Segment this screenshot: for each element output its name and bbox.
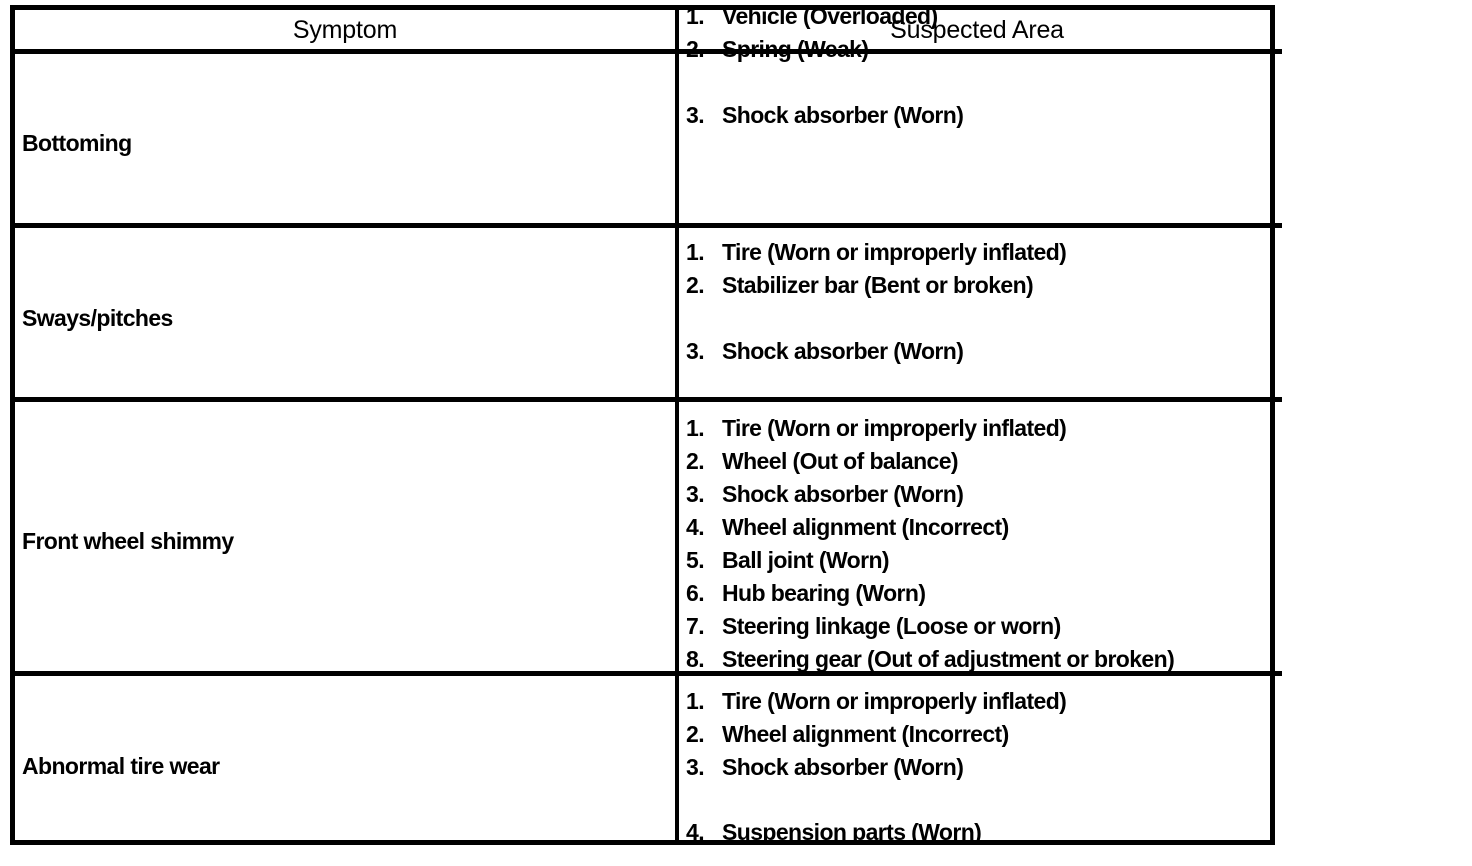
list-item: 7. Steering linkage (Loose or worn) [686, 610, 1061, 643]
list-item-text: Shock absorber (Worn) [722, 102, 964, 128]
column-header-suspected-area: Suspected Area [890, 16, 1064, 44]
list-item: 2. Wheel (Out of balance) [686, 445, 959, 478]
list-item-number: 3. [686, 754, 705, 780]
row-separator-rule-2 [10, 397, 1282, 402]
list-item-number: 2. [686, 721, 705, 747]
list-item: 5. Ball joint (Worn) [686, 544, 890, 577]
list-item: 1. Tire (Worn or improperly inflated) [686, 685, 1067, 718]
list-item: 3. Shock absorber (Worn) [686, 751, 964, 784]
list-item: 1. Tire (Worn or improperly inflated) [686, 412, 1067, 445]
row-separator-rule-1 [10, 223, 1282, 228]
list-item: 2. Spring (Weak) [686, 33, 869, 66]
list-item-number: 2. [686, 36, 705, 62]
list-item-number: 3. [686, 102, 705, 128]
list-item-text: Wheel alignment (Incorrect) [722, 514, 1009, 540]
list-item-number: 2. [686, 272, 705, 298]
list-item-number: 4. [686, 514, 705, 540]
list-item-number: 8. [686, 646, 705, 672]
column-divider-row-2 [675, 225, 679, 399]
list-item-text: Suspension parts (Worn) [722, 819, 982, 845]
list-item: 3. Shock absorber (Worn) [686, 478, 964, 511]
list-item-number: 1. [686, 415, 705, 441]
list-item-text: Tire (Worn or improperly inflated) [722, 688, 1067, 714]
list-item-number: 1. [686, 239, 705, 265]
list-item-number: 6. [686, 580, 705, 606]
list-item-text: Shock absorber (Worn) [722, 338, 964, 364]
symptom-label-row-3: Front wheel shimmy [22, 528, 234, 554]
column-divider-row-3 [675, 399, 679, 673]
list-item: 4. Suspension parts (Worn) [686, 816, 982, 849]
list-item-number: 7. [686, 613, 705, 639]
column-divider-row-4 [675, 673, 679, 845]
list-item-number: 1. [686, 3, 705, 29]
column-divider-row-1 [675, 52, 679, 225]
list-item-number: 3. [686, 338, 705, 364]
symptom-label-row-1: Bottoming [22, 130, 132, 156]
list-item: 2. Stabilizer bar (Bent or broken) [686, 269, 1034, 302]
list-item-number: 1. [686, 688, 705, 714]
list-item: 2. Wheel alignment (Incorrect) [686, 718, 1009, 751]
list-item: 1. Tire (Worn or improperly inflated) [686, 236, 1067, 269]
list-item-number: 4. [686, 819, 705, 845]
list-item-text: Spring (Weak) [722, 36, 869, 62]
list-item: 4. Wheel alignment (Incorrect) [686, 511, 1009, 544]
list-item-number: 3. [686, 481, 705, 507]
symptom-label-row-4: Abnormal tire wear [22, 753, 220, 779]
list-item-text: Hub bearing (Worn) [722, 580, 926, 606]
list-item-text: Shock absorber (Worn) [722, 481, 964, 507]
list-item-text: Wheel (Out of balance) [722, 448, 959, 474]
list-item-text: Stabilizer bar (Bent or broken) [722, 272, 1034, 298]
list-item-text: Tire (Worn or improperly inflated) [722, 239, 1067, 265]
list-item-number: 2. [686, 448, 705, 474]
list-item: 6. Hub bearing (Worn) [686, 577, 926, 610]
list-item-text: Wheel alignment (Incorrect) [722, 721, 1009, 747]
column-divider-header [675, 5, 679, 52]
list-item-text: Steering linkage (Loose or worn) [722, 613, 1061, 639]
list-item-text: Tire (Worn or improperly inflated) [722, 415, 1067, 441]
list-item-text: Ball joint (Worn) [722, 547, 890, 573]
header-separator-rule [10, 49, 1282, 54]
list-item: 3. Shock absorber (Worn) [686, 99, 964, 132]
symptom-label-row-2: Sways/pitches [22, 305, 173, 331]
list-item: 8. Steering gear (Out of adjustment or br… [686, 643, 1175, 676]
list-item: 1. Vehicle (Overloaded) [686, 0, 938, 33]
list-item-text: Vehicle (Overloaded) [722, 3, 938, 29]
list-item-text: Shock absorber (Worn) [722, 754, 964, 780]
list-item-text: Steering gear (Out of adjustment or brok… [722, 646, 1175, 672]
list-item-number: 5. [686, 547, 705, 573]
list-item: 3. Shock absorber (Worn) [686, 335, 964, 368]
column-header-symptom: Symptom [292, 16, 398, 44]
troubleshooting-table [10, 5, 1275, 845]
row-separator-rule-3 [10, 671, 1282, 676]
